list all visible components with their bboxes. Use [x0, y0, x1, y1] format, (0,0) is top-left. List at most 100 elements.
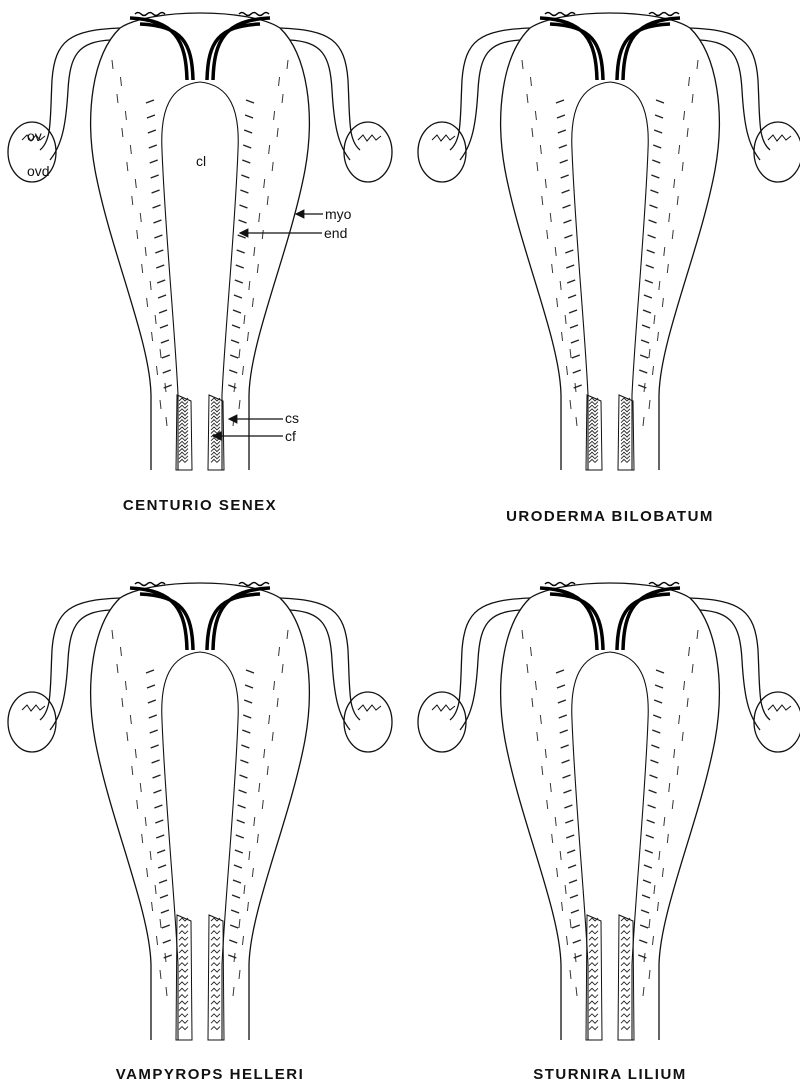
myometrium-mark — [672, 230, 673, 239]
myometrium-mark — [689, 647, 690, 656]
myometrium-mark — [242, 366, 243, 375]
myometrium-mark — [257, 834, 258, 843]
endometrial-gland — [146, 100, 154, 103]
endometrial-gland — [572, 925, 580, 928]
cervical-fold-mark — [179, 931, 188, 934]
myometrium-mark — [657, 902, 658, 911]
myometrium-mark — [576, 417, 577, 426]
endometrial-gland — [237, 250, 245, 253]
myometrium-mark — [239, 919, 240, 928]
myometrium-mark — [145, 247, 146, 256]
endometrial-gland — [231, 340, 239, 343]
myometrium-mark — [565, 315, 566, 324]
myometrium-mark — [112, 630, 113, 639]
endometrial-gland — [153, 220, 161, 223]
endometrial-gland — [147, 115, 155, 118]
cervical-fold-mark — [589, 420, 598, 423]
cervical-fold-mark — [179, 449, 188, 452]
myometrium-mark — [244, 315, 245, 324]
label-ovd: ovd — [27, 163, 50, 179]
myometrium-mark — [535, 681, 536, 690]
cervical-fold-mark — [211, 412, 220, 415]
cervical-fold-mark — [179, 445, 188, 448]
uterine-lumen — [572, 82, 648, 470]
cervical-fold-mark — [211, 441, 220, 444]
endometrial-gland — [233, 880, 241, 883]
cervical-fold-mark — [179, 950, 188, 953]
endometrial-gland — [153, 790, 161, 793]
myometrium-mark — [135, 179, 136, 188]
myometrium-mark — [547, 230, 548, 239]
cervical-fold-mark — [589, 956, 598, 959]
cervical-fold-mark — [179, 1027, 188, 1030]
endometrial-gland — [148, 700, 156, 703]
cervical-fold-mark — [211, 982, 220, 985]
endometrial-gland — [245, 115, 253, 118]
uterine-lumen — [162, 652, 238, 1040]
myometrium-mark — [239, 400, 240, 409]
endometrial-gland — [565, 820, 573, 823]
right-ovary — [754, 122, 800, 182]
myometrium-mark — [120, 77, 121, 86]
endometrial-gland — [558, 130, 566, 133]
cervical-fold-mark — [179, 988, 188, 991]
endometrial-gland — [652, 730, 660, 733]
endometrial-gland — [240, 760, 248, 763]
endometrial-gland — [640, 355, 648, 358]
endometrial-gland — [654, 130, 662, 133]
endometrial-gland — [647, 820, 655, 823]
endometrial-gland — [641, 340, 649, 343]
cervical-fold-mark — [589, 950, 598, 953]
myometrium-mark — [122, 698, 123, 707]
myometrium-mark — [649, 919, 650, 928]
myometrium-mark — [687, 128, 688, 137]
endometrial-gland — [560, 730, 568, 733]
myometrium-mark — [122, 128, 123, 137]
endometrial-gland — [243, 715, 251, 718]
left-ovary-detail — [432, 705, 455, 711]
cervical-fold-mark — [211, 398, 220, 401]
cervical-fold-mark — [211, 402, 220, 405]
cervical-fold-mark — [211, 423, 220, 426]
cervical-fold-mark — [211, 431, 220, 434]
endometrial-gland — [564, 805, 572, 808]
endometrial-gland — [159, 880, 167, 883]
cervical-fold-mark — [179, 995, 188, 998]
myometrium-mark — [659, 281, 660, 290]
cervical-fold-mark — [179, 402, 188, 405]
myometrium-mark — [652, 936, 653, 945]
myometrium-mark — [552, 264, 553, 273]
cervical-fold-mark — [179, 969, 188, 972]
myometrium-mark — [233, 987, 234, 996]
endometrial-gland — [244, 700, 252, 703]
myometrium-mark — [267, 196, 268, 205]
label-end: end — [324, 225, 347, 241]
cervical-fold-mark — [589, 434, 598, 437]
endometrial-gland — [558, 700, 566, 703]
cervical-fold-mark — [211, 409, 220, 412]
panel-title: VAMPYROPS HELLERI — [116, 1066, 305, 1083]
cervical-fold-mark — [179, 944, 188, 947]
endometrial-gland — [656, 100, 664, 103]
myometrium-mark — [125, 681, 126, 690]
cervical-fold-mark — [589, 963, 598, 966]
myometrium-mark — [279, 647, 280, 656]
myometrium-mark — [677, 196, 678, 205]
endometrial-gland — [567, 850, 575, 853]
endometrial-gland — [156, 835, 164, 838]
endometrial-gland — [644, 865, 652, 868]
endometrial-gland — [163, 940, 171, 943]
myometrium-mark — [277, 128, 278, 137]
left-ovary — [8, 692, 56, 752]
myometrium-mark — [127, 162, 128, 171]
myometrium-mark — [530, 77, 531, 86]
cervical-fold-mark — [621, 398, 630, 401]
endometrial-gland — [239, 790, 247, 793]
endometrial-gland — [152, 190, 160, 193]
right-ovary-detail — [358, 705, 381, 711]
cervical-fold-mark — [589, 427, 598, 430]
endometrial-gland — [239, 775, 247, 778]
myometrium-mark — [130, 145, 131, 154]
myometrium-mark — [682, 162, 683, 171]
panel-uroderma-bilobatum: URODERMA BILOBATUM — [418, 13, 800, 526]
